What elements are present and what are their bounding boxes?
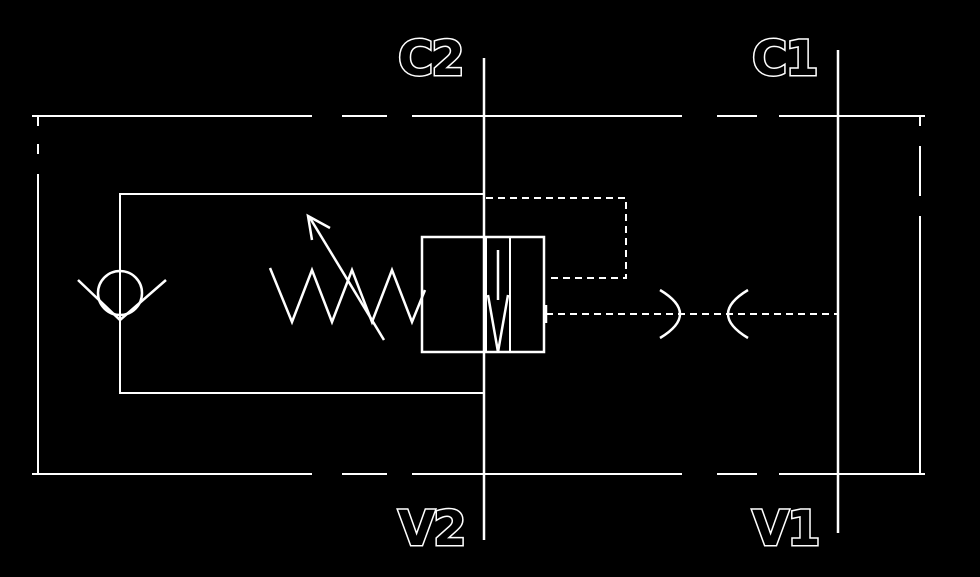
valve-body-boundary (32, 115, 925, 475)
orifice-left-curve (659, 288, 682, 340)
pilot-line-upper (486, 197, 627, 279)
check-valve-bypass (77, 193, 484, 394)
pilot-lines (486, 197, 838, 323)
check-valve-ball (96, 269, 144, 317)
port-label-c1: C1 (752, 31, 817, 87)
spool-box (420, 235, 546, 354)
spring-zigzag (268, 266, 427, 326)
port-label-v1: V1 (752, 501, 819, 557)
spool-arrow-head (486, 294, 510, 353)
bypass-line (119, 193, 484, 394)
spring-adjust-arrow-shaft (308, 217, 386, 341)
orifice-right-curve (726, 288, 749, 340)
spring-adjust-arrow-head (306, 213, 331, 241)
check-valve-seat (77, 279, 167, 322)
valve-spool (420, 235, 546, 354)
port-label-c2: C2 (398, 31, 463, 87)
port-label-v2: V2 (398, 501, 465, 557)
adjustable-spring (268, 213, 427, 341)
orifice-restrictor (659, 288, 749, 340)
